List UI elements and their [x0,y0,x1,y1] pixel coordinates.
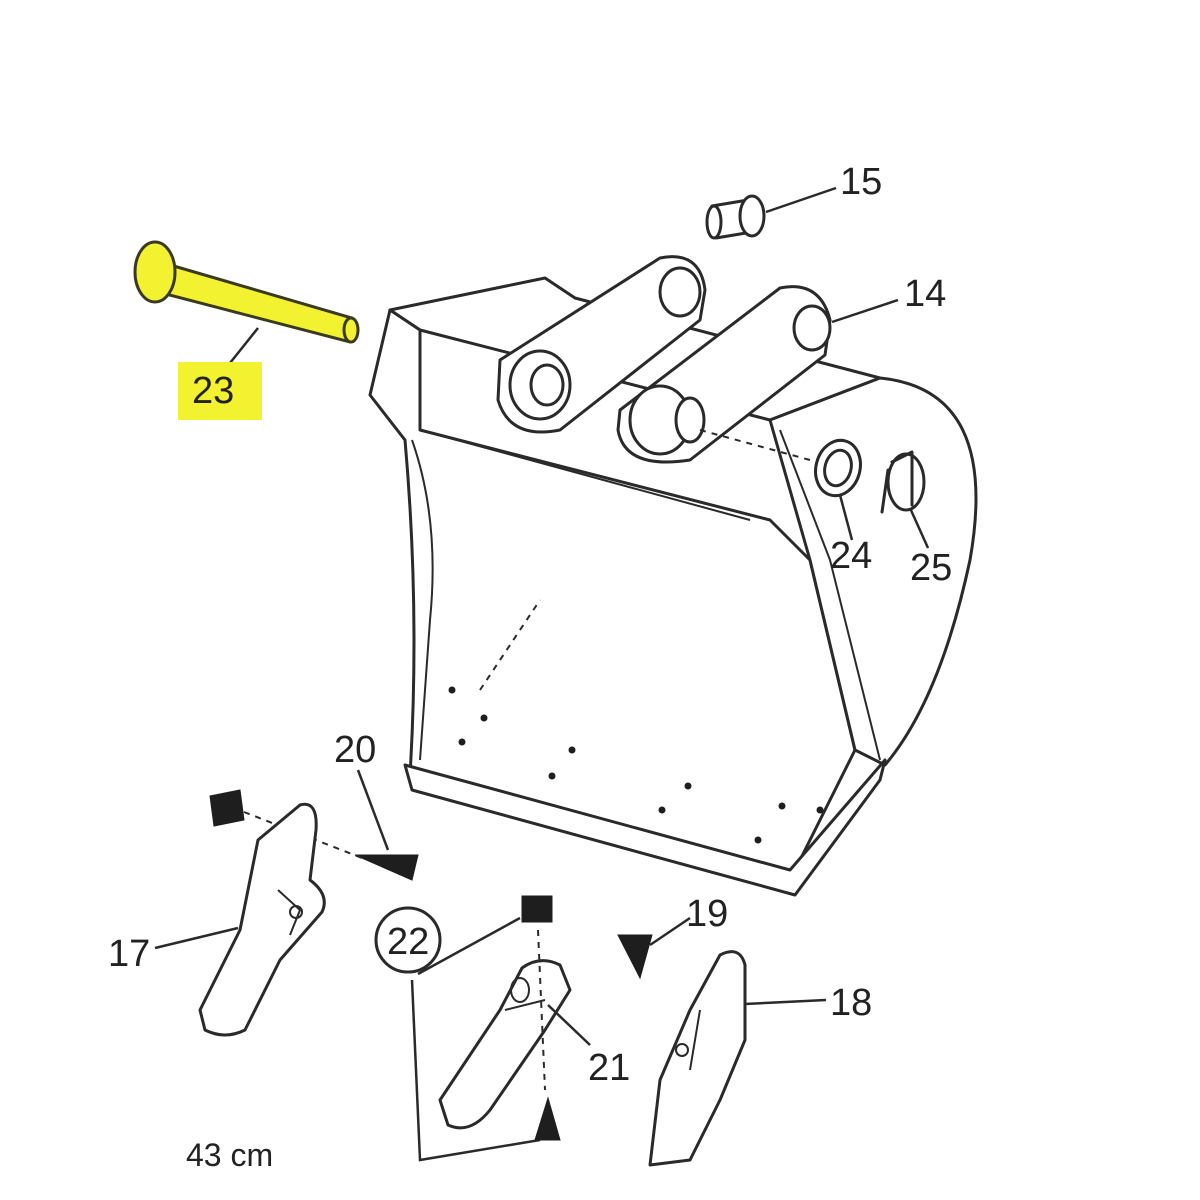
callout-22-circle [374,906,442,974]
callout-17: 17 [108,933,150,975]
leader-15 [765,186,837,214]
leader-25 [908,507,930,549]
wedge-22-lower[interactable] [534,1096,561,1141]
leader-19 [649,916,691,947]
bucket-lug-left[interactable] [496,255,707,434]
leader-24 [838,494,854,541]
leader-22a [417,916,521,976]
callout-15: 15 [840,161,882,203]
pin-block-left[interactable] [209,789,245,827]
leader-23 [225,327,259,369]
wedge-20[interactable] [354,854,419,881]
leader-18 [744,998,827,1006]
callout-23: 23 [192,370,234,412]
washer-24[interactable] [810,435,867,500]
tooth-21[interactable] [438,959,572,1130]
leader-20 [356,769,390,851]
pin-23[interactable] [133,240,360,344]
wedge-19[interactable] [617,934,653,980]
leader-22b [410,979,541,1162]
bushing-15[interactable] [705,194,766,240]
tooth-17[interactable] [198,802,326,1037]
leader-21 [547,1004,591,1046]
callout-18: 18 [830,982,872,1024]
callout-19: 19 [686,893,728,935]
callout-21: 21 [588,1047,630,1089]
tooth-18[interactable] [648,950,747,1167]
callout-14: 14 [904,273,946,315]
bucket-width-label: 43 cm [186,1137,273,1173]
callout-25: 25 [910,547,952,589]
pin-block-centre[interactable] [521,895,553,923]
highlight-label-23 [178,362,262,420]
clip-25[interactable] [880,450,926,514]
leader-14 [831,298,899,324]
callout-24: 24 [830,535,872,577]
leader-17 [154,926,239,950]
callout-20: 20 [334,729,376,771]
callout-22: 22 [387,921,429,963]
bucket-lug-right[interactable] [616,285,832,464]
